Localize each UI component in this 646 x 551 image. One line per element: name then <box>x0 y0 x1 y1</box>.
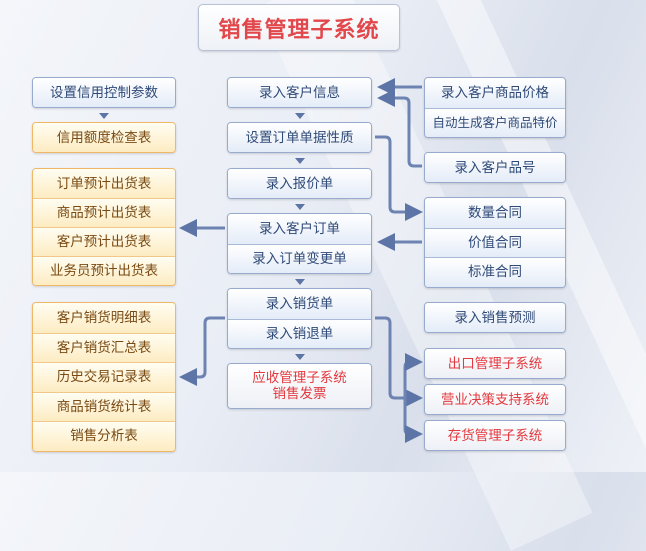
node-value-contract[interactable]: 价值合同 <box>425 227 565 257</box>
node-quotation: 录入报价单 <box>228 169 371 198</box>
node-customer-info: 录入客户信息 <box>228 78 371 107</box>
customer-part-no-box[interactable]: 录入客户品号 <box>424 152 566 183</box>
customer-info-box[interactable]: 录入客户信息 <box>227 77 372 108</box>
node-standard-contract[interactable]: 标准合同 <box>425 257 565 287</box>
node-customer-order[interactable]: 录入客户订单 <box>228 214 371 244</box>
forecast-reports-group: 订单预计出货表 商品预计出货表 客户预计出货表 业务员预计出货表 <box>32 168 176 286</box>
connector-to-export <box>403 353 423 398</box>
node-report[interactable]: 商品预计出货表 <box>33 198 175 227</box>
arrow-down-icon <box>295 204 305 210</box>
node-sales-slip[interactable]: 录入销货单 <box>228 289 371 319</box>
order-props-box[interactable]: 设置订单单据性质 <box>227 122 372 153</box>
node-report[interactable]: 客户预计出货表 <box>33 227 175 256</box>
node-sales-forecast: 录入销售预测 <box>425 303 565 332</box>
arrow-down-icon <box>99 113 109 119</box>
sales-reports-group: 客户销货明细表 客户销货汇总表 历史交易记录表 商品销货统计表 销售分析表 <box>32 302 176 452</box>
sales-group: 录入销货单 录入销退单 <box>227 288 372 349</box>
credit-params-box[interactable]: 设置信用控制参数 <box>32 77 176 108</box>
node-report[interactable]: 商品销货统计表 <box>33 391 175 421</box>
node-quantity-contract[interactable]: 数量合同 <box>425 198 565 228</box>
connector-partno-to-info <box>377 89 422 168</box>
node-report[interactable]: 销售分析表 <box>33 421 175 451</box>
connector-props-to-contract <box>375 135 423 221</box>
order-group: 录入客户订单 录入订单变更单 <box>227 213 372 274</box>
connectors <box>179 78 423 443</box>
node-report[interactable]: 历史交易记录表 <box>33 362 175 392</box>
diagram-title: 销售管理子系统 <box>198 4 400 51</box>
ar-subsystem-box[interactable]: 应收管理子系统 销售发票 <box>227 363 372 409</box>
node-order-change[interactable]: 录入订单变更单 <box>228 243 371 273</box>
arrow-down-icon <box>295 279 305 285</box>
node-inventory-subsystem: 存货管理子系统 <box>425 421 565 450</box>
inventory-subsystem-box[interactable]: 存货管理子系统 <box>424 420 566 451</box>
node-sales-return[interactable]: 录入销退单 <box>228 318 371 348</box>
decision-support-box[interactable]: 营业决策支持系统 <box>424 384 566 415</box>
node-customer-part-no: 录入客户品号 <box>425 153 565 182</box>
quotation-box[interactable]: 录入报价单 <box>227 168 372 199</box>
node-report[interactable]: 订单预计出货表 <box>33 169 175 198</box>
node-report[interactable]: 业务员预计出货表 <box>33 256 175 285</box>
node-credit-params: 设置信用控制参数 <box>33 78 175 107</box>
node-report[interactable]: 客户销货明细表 <box>33 303 175 333</box>
node-credit-check: 信用额度检查表 <box>33 123 175 152</box>
arrow-down-icon <box>295 158 305 164</box>
arrow-down-icon <box>295 354 305 360</box>
ar-subsystem-label: 应收管理子系统 <box>252 370 347 386</box>
connector-to-inventory <box>403 398 423 443</box>
node-decision-support: 营业决策支持系统 <box>425 385 565 414</box>
credit-check-box[interactable]: 信用额度检查表 <box>32 122 176 153</box>
node-ar-subsystem: 应收管理子系统 销售发票 <box>228 364 371 408</box>
node-customer-price[interactable]: 录入客户商品价格 <box>425 78 565 108</box>
contract-group: 数量合同 价值合同 标准合同 <box>424 197 566 288</box>
arrow-down-icon <box>295 113 305 119</box>
connector-sales-to-decision <box>375 316 423 407</box>
node-order-props: 设置订单单据性质 <box>228 123 371 152</box>
sales-invoice-label: 销售发票 <box>272 386 327 402</box>
export-subsystem-box[interactable]: 出口管理子系统 <box>424 348 566 379</box>
price-group: 录入客户商品价格 自动生成客户商品特价 <box>424 77 566 138</box>
connector-sales-to-history <box>179 316 225 386</box>
node-auto-special-price[interactable]: 自动生成客户商品特价 <box>425 107 565 137</box>
node-export-subsystem: 出口管理子系统 <box>425 349 565 378</box>
node-report[interactable]: 客户销货汇总表 <box>33 332 175 362</box>
sales-forecast-box[interactable]: 录入销售预测 <box>424 302 566 333</box>
